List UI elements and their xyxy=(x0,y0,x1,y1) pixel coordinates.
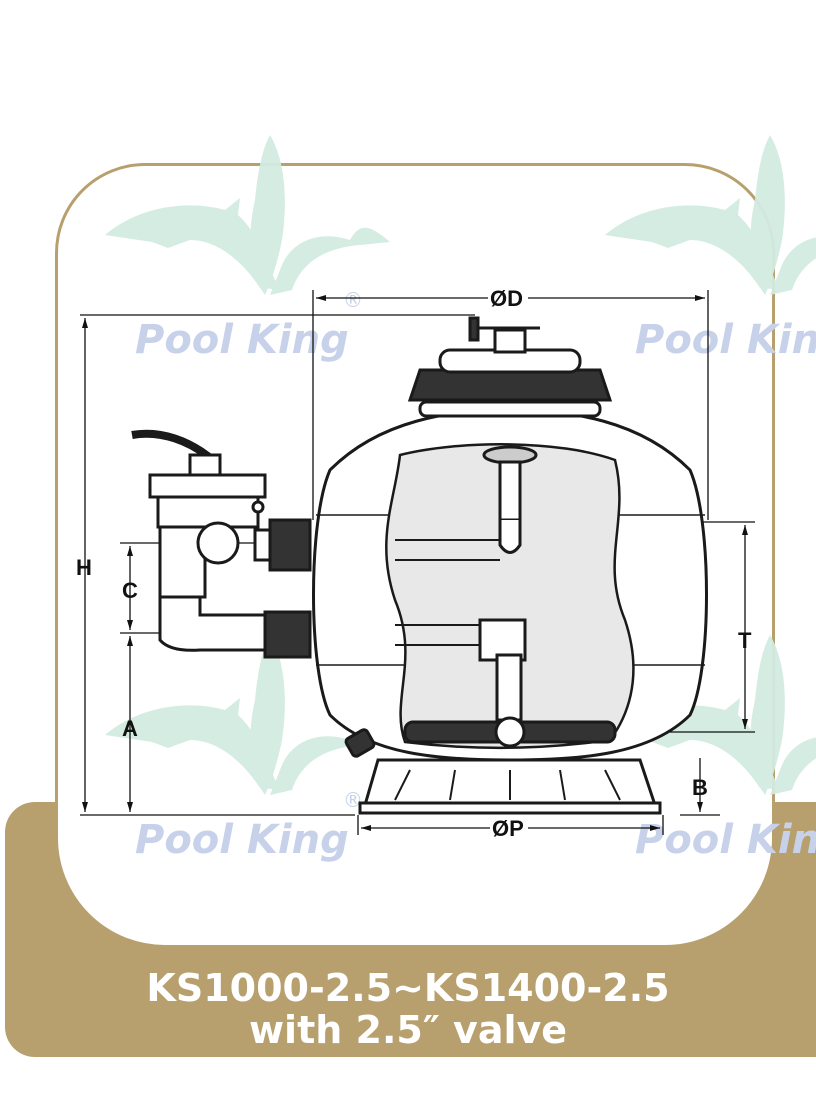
watermark-registered: ® xyxy=(343,288,363,312)
model-range-caption: KS1000-2.5~KS1400-2.5 xyxy=(146,966,670,1010)
filter-tank xyxy=(312,316,708,815)
watermark-registered: ® xyxy=(343,788,363,812)
dimension-label-a: A xyxy=(122,716,138,741)
dimension-label-c: C xyxy=(122,578,138,603)
watermark-text: Pool King xyxy=(135,817,349,863)
watermark-text: Pool King xyxy=(635,317,816,363)
watermark-text: Pool King xyxy=(635,817,816,863)
dimension-arrows xyxy=(82,295,748,831)
valve-size-caption: with 2.5″ valve xyxy=(248,1008,568,1052)
multiport-valve xyxy=(131,429,312,659)
watermark-text: Pool King xyxy=(135,317,349,363)
dimension-label-b: B xyxy=(692,775,708,800)
dimension-label-p: ØP xyxy=(492,816,524,841)
dimension-label-h: H xyxy=(76,555,92,580)
dimension-label-t: T xyxy=(738,628,752,653)
dimension-label-d: ØD xyxy=(490,286,523,311)
